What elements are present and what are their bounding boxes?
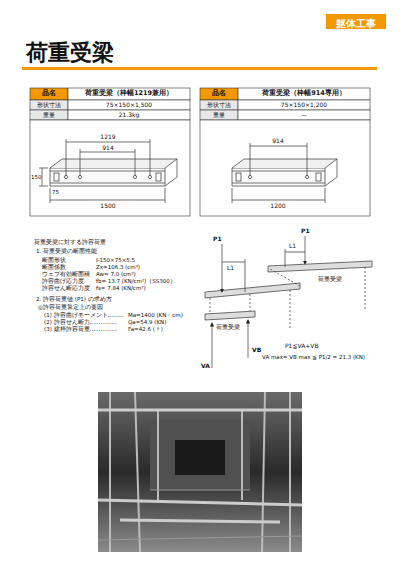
section-heading: 2. 許容荷重値 (P1) の求め方 bbox=[36, 296, 112, 303]
load-symbol: P1 bbox=[213, 235, 222, 242]
spec-table-left bbox=[30, 88, 190, 216]
reaction-symbol: VA bbox=[201, 362, 210, 369]
spec-value: Qa=54.9 (KN) bbox=[128, 319, 166, 326]
table-head: 品名 bbox=[200, 90, 238, 98]
note: ◎許容荷重算定上の要因 bbox=[38, 304, 103, 311]
part-name: 荷重受梁 bbox=[216, 323, 240, 330]
spec-table-right bbox=[200, 88, 370, 216]
table-cell: 重量 bbox=[30, 111, 68, 118]
table-cell: 重量 bbox=[200, 111, 238, 118]
dimension: 75 bbox=[52, 189, 59, 196]
beam-1200-drawing bbox=[232, 143, 337, 203]
page-title: 荷重受梁 bbox=[26, 38, 114, 68]
table-cell: 形状寸法 bbox=[30, 101, 68, 108]
dimension: L1 bbox=[289, 242, 296, 249]
spec-name: ウェブ有効断面積 bbox=[42, 271, 90, 278]
reaction-symbol: VB bbox=[252, 346, 261, 353]
section-heading: 1. 荷重受梁の断面性能 bbox=[36, 248, 97, 255]
dimension: 914 bbox=[93, 144, 123, 151]
spec-name: 許容曲げ応力度 bbox=[42, 278, 84, 285]
dimension: 1500 bbox=[93, 202, 123, 209]
dimension: 914 bbox=[263, 137, 293, 144]
dimension: 1200 bbox=[263, 202, 293, 209]
table-head: 品名 bbox=[30, 90, 68, 98]
table-cell: 形状寸法 bbox=[200, 101, 238, 108]
spec-value: fs= 7.84 (KN/cm²) bbox=[96, 285, 146, 292]
spec-name: 断面形状 bbox=[42, 257, 66, 264]
table-head: 荷重受梁（枠幅1219兼用） bbox=[68, 90, 190, 98]
spec-value: Zx=106.3 (cm³) bbox=[96, 264, 140, 271]
formula: VA max= VB max ≦ P1/2 = 21.3 (KN) bbox=[262, 354, 365, 361]
spec-name: 断面係数 bbox=[42, 264, 66, 271]
title-rule bbox=[22, 67, 377, 70]
table-cell: — bbox=[238, 111, 370, 118]
dimension: 150 bbox=[31, 174, 42, 181]
spec-value: Fa=42.6 (〃) bbox=[128, 326, 163, 333]
part-name: 荷重受梁 bbox=[318, 275, 342, 282]
spec-name: (1) 許容曲げモーメント……… bbox=[44, 312, 124, 319]
spec-name: 許容せん断応力度 bbox=[42, 285, 90, 292]
spec-value: Aw= 7.0 (cm²) bbox=[96, 271, 136, 278]
section-heading: 荷重受梁に対する許容荷重 bbox=[34, 238, 106, 245]
spec-value: Ma=1400 (KN・cm) bbox=[128, 312, 183, 319]
table-cell: 75×150×1,200 bbox=[238, 101, 370, 108]
table-cell: 75×150×1,500 bbox=[68, 101, 190, 108]
beam-1500-drawing bbox=[39, 139, 177, 203]
table-cell: 21.3kg bbox=[68, 111, 190, 118]
spec-value: I-150×75×5.5 bbox=[96, 257, 135, 264]
load-illustration bbox=[205, 236, 372, 368]
section-tab: 躯体工事 bbox=[326, 14, 386, 29]
table-head: 荷重受梁（枠幅914専用） bbox=[238, 90, 370, 98]
tab-text: 躯体工事 bbox=[336, 18, 376, 29]
formula: P1≦VA+VB bbox=[285, 342, 319, 349]
dimension: 1219 bbox=[93, 133, 123, 140]
spec-name: (2) 許容せん断力…………… bbox=[44, 319, 117, 326]
site-photo bbox=[98, 392, 302, 552]
spec-name: (3) 建枠許容荷重…………… bbox=[44, 326, 117, 333]
load-symbol: P1 bbox=[301, 227, 310, 234]
spec-value: fb= 13.7 (KN/cm²)（SS300） bbox=[96, 278, 176, 285]
dimension: L1 bbox=[227, 264, 234, 271]
